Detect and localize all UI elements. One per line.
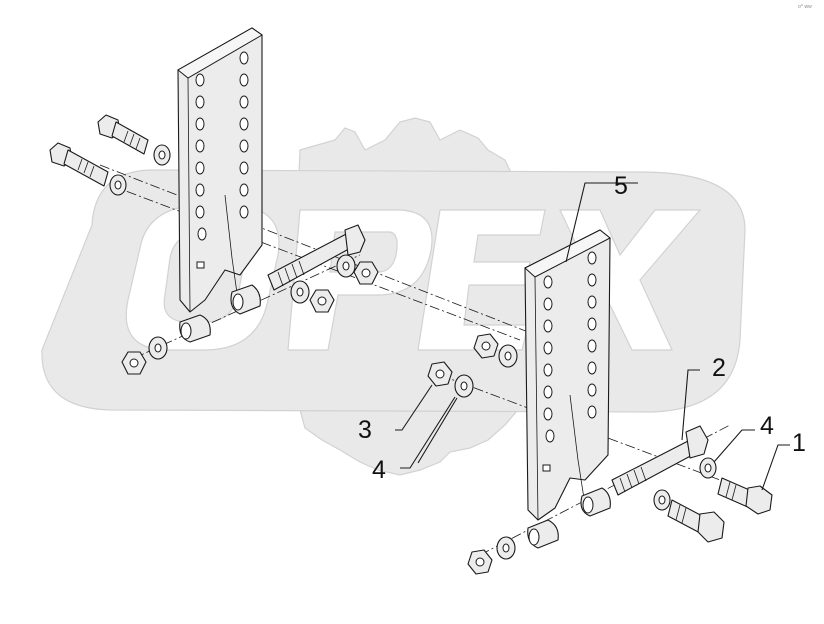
watermark [41,117,746,476]
corner-mark: o^ ww [798,4,812,10]
right-washer-bolt [699,457,717,479]
left-washer-upper [153,144,171,166]
callout-2: 2 [712,354,726,382]
callout-3: 3 [358,416,372,444]
callout-4b: 4 [760,412,774,440]
left-adjustment-plate [177,27,263,343]
right-bolt [717,477,773,515]
left-bolt-lower [49,142,109,187]
left-assembly [49,27,379,375]
right-plate-holes [542,251,597,472]
left-plate-holes [195,51,249,269]
right-lower-nuts [467,536,516,575]
right-lower-washer [653,489,671,511]
right-adjustment-plate [524,229,611,549]
right-middle-nuts [427,333,518,398]
right-assembly [427,229,773,575]
right-long-bolt [611,425,709,496]
callout-1: 1 [792,429,806,457]
left-long-bolt [267,224,366,291]
callout-5: 5 [614,172,628,200]
callout-labels: 5 2 3 4 4 1 o^ ww [358,4,812,484]
callout-leaders [395,182,790,491]
callout-4a: 4 [372,456,386,484]
left-nuts-and-washers [121,254,379,375]
left-bolt-upper [97,114,149,155]
left-washer-lower [109,174,127,196]
right-lower-bolt [667,499,725,543]
